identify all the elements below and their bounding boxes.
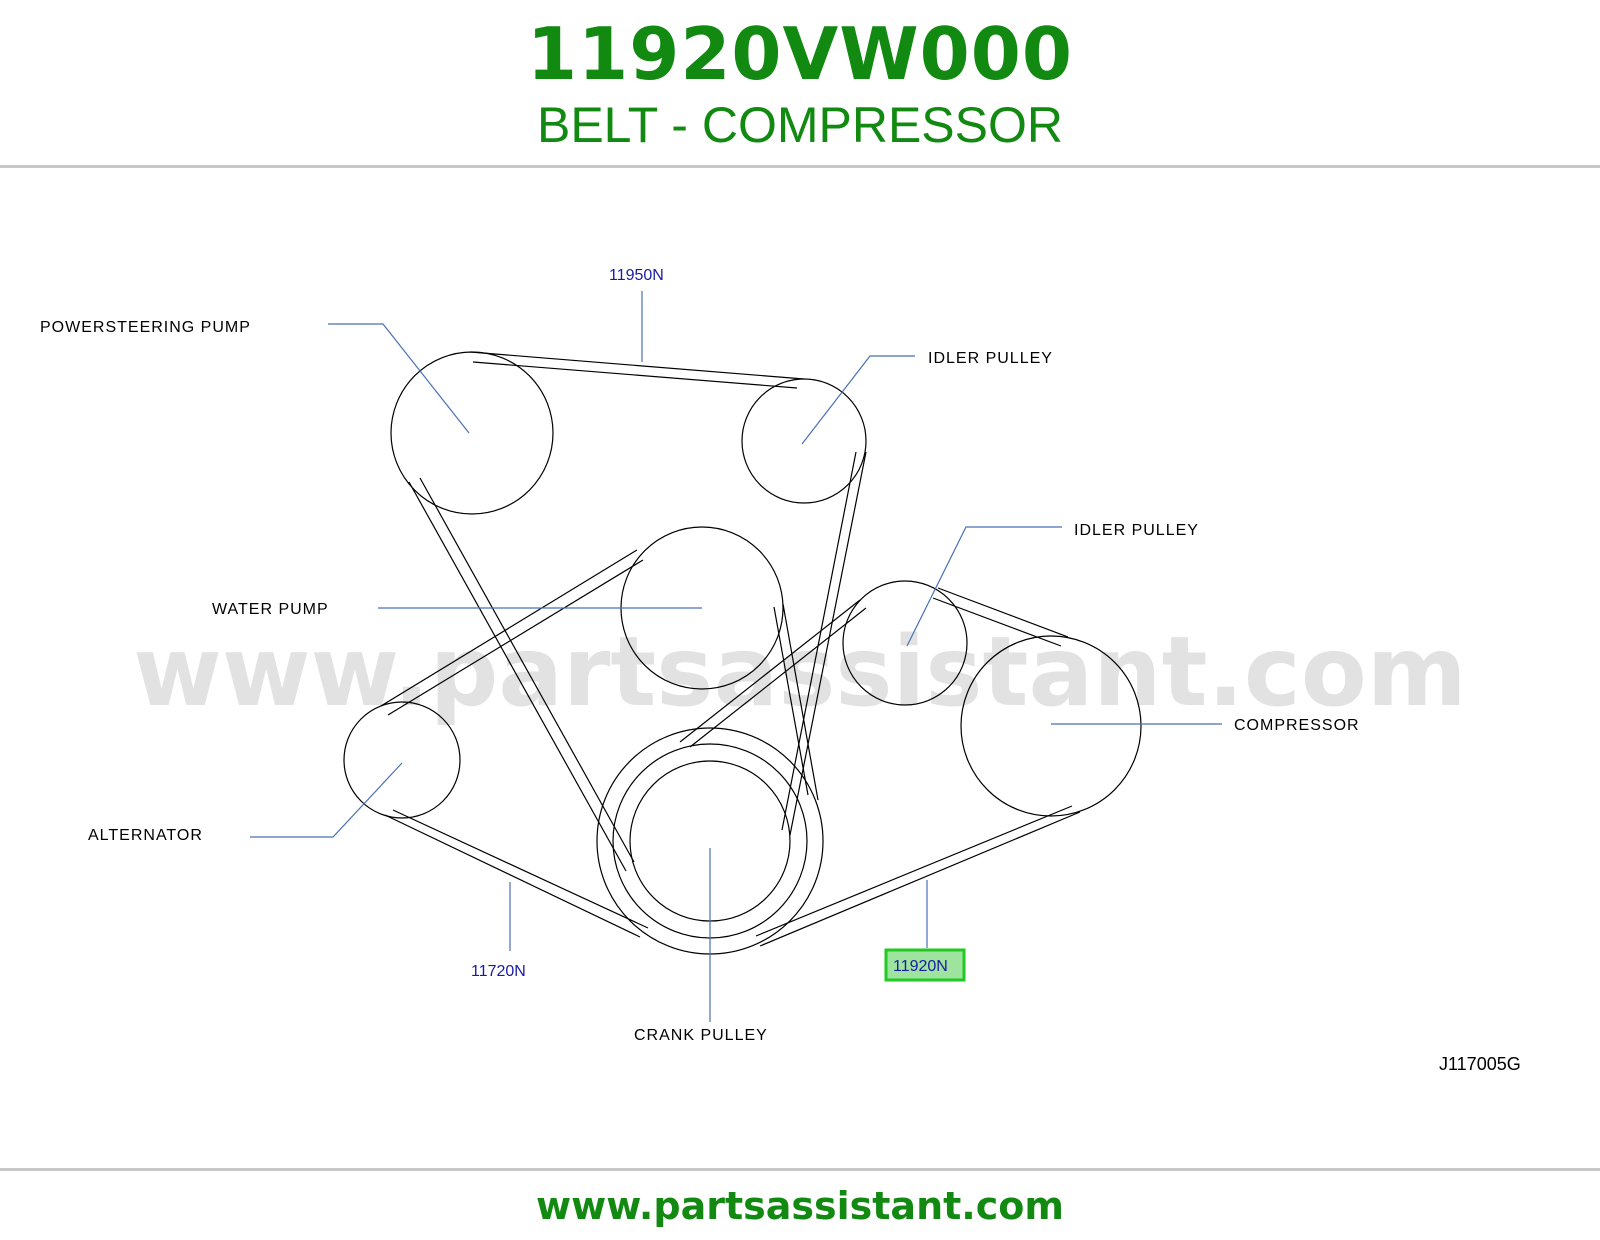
label-alternator: ALTERNATOR <box>88 827 203 844</box>
belt-routing-diagram: www.partsassistant.com <box>0 240 1600 1100</box>
ref-11950N[interactable]: 11950N <box>609 267 664 284</box>
ref-11720N[interactable]: 11720N <box>471 963 526 980</box>
label-idler-pulley-top: IDLER PULLEY <box>928 350 1053 367</box>
belt-11950N <box>408 351 867 872</box>
page-header: 11920VW000 BELT - COMPRESSOR <box>0 0 1600 168</box>
page-footer: www.partsassistant.com <box>0 1168 1600 1240</box>
belt-11920N <box>679 587 1081 947</box>
compressor-pulley <box>960 635 1142 817</box>
drawing-code: J117005G <box>1439 1054 1521 1074</box>
belt-11720N <box>380 549 819 938</box>
label-powersteering-pump: POWERSTEERING PUMP <box>40 319 251 336</box>
part-number-title: 11920VW000 <box>527 12 1073 96</box>
ref-11920N-highlighted[interactable]: 11920N <box>884 948 966 982</box>
footer-url-link[interactable]: www.partsassistant.com <box>536 1184 1064 1228</box>
alternator-pulley <box>343 701 461 819</box>
label-idler-pulley-right: IDLER PULLEY <box>1074 522 1199 539</box>
watermark: www.partsassistant.com <box>133 616 1467 728</box>
label-crank-pulley: CRANK PULLEY <box>634 1027 768 1044</box>
idler-pulley-right <box>842 580 968 706</box>
label-water-pump: WATER PUMP <box>212 601 329 618</box>
leader-lines <box>250 291 1222 1022</box>
label-compressor: COMPRESSOR <box>1234 717 1360 734</box>
ref-11920N[interactable]: 11920N <box>893 958 948 975</box>
part-name-subtitle: BELT - COMPRESSOR <box>536 97 1064 153</box>
